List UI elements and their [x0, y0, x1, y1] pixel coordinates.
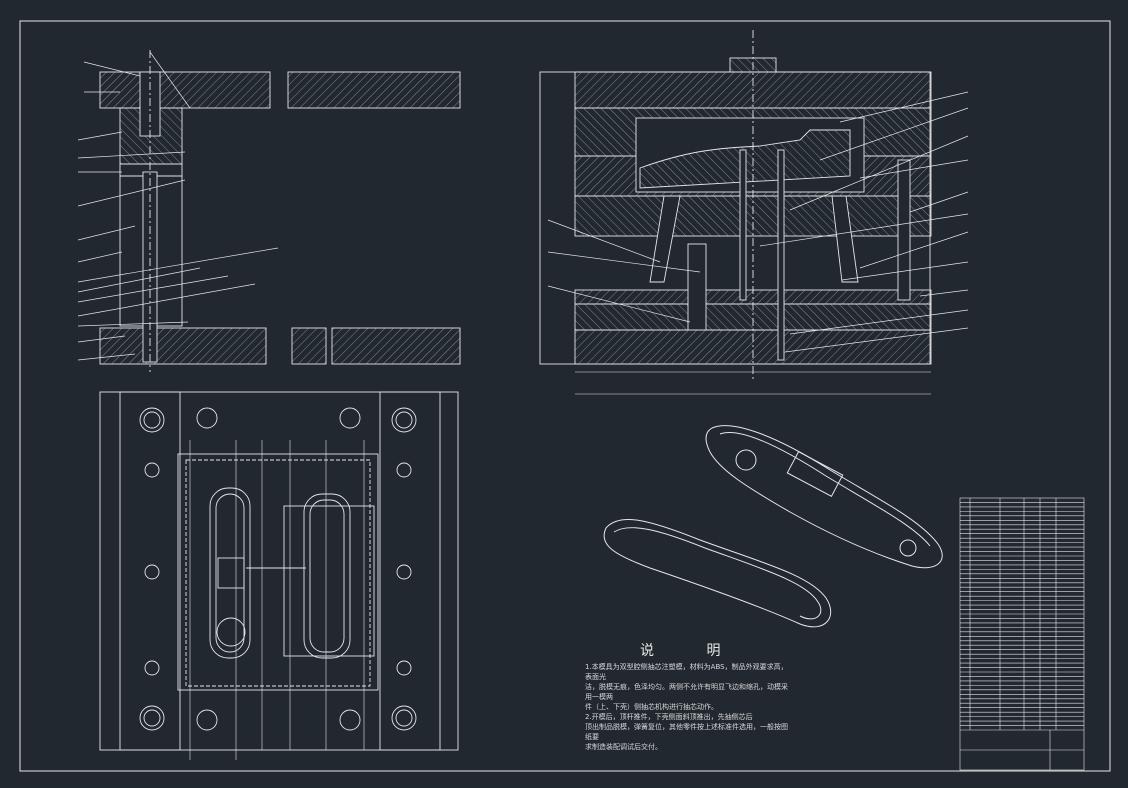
notes-body: 1.本模具为双型腔侧抽芯注塑模，材料为ABS，制品外观要求高，表面光 洁，脱模无…: [585, 662, 790, 752]
notes-line: 2.开模后，顶杆推件，下壳侧面斜顶推出，先抽侧芯后: [585, 713, 753, 721]
outer-frame: [19, 20, 1111, 772]
notes-line: 洁，脱模无痕，色泽均匀。两侧不允许有明显飞边和缩孔，动模采用一模两: [585, 683, 788, 701]
right-section-view: [539, 30, 969, 395]
notes-line: 求制造装配调试后交付。: [585, 743, 662, 751]
bom-title-block: [959, 497, 1085, 771]
notes-line: 件（上、下壳）侧抽芯机构进行抽芯动作。: [585, 703, 718, 711]
part-isometric-views: [603, 425, 943, 628]
notes-line: 1.本模具为双型腔侧抽芯注塑模，材料为ABS，制品外观要求高，表面光: [585, 663, 788, 681]
notes-title: 说 明: [640, 643, 745, 659]
plan-view: [99, 391, 459, 760]
left-section-view: [77, 50, 461, 372]
guide-holes: [139, 407, 417, 731]
notes-line: 顶出制品脱模，弹簧复位，其他零件按上述标准件选用，一般按图纸要: [585, 723, 788, 741]
